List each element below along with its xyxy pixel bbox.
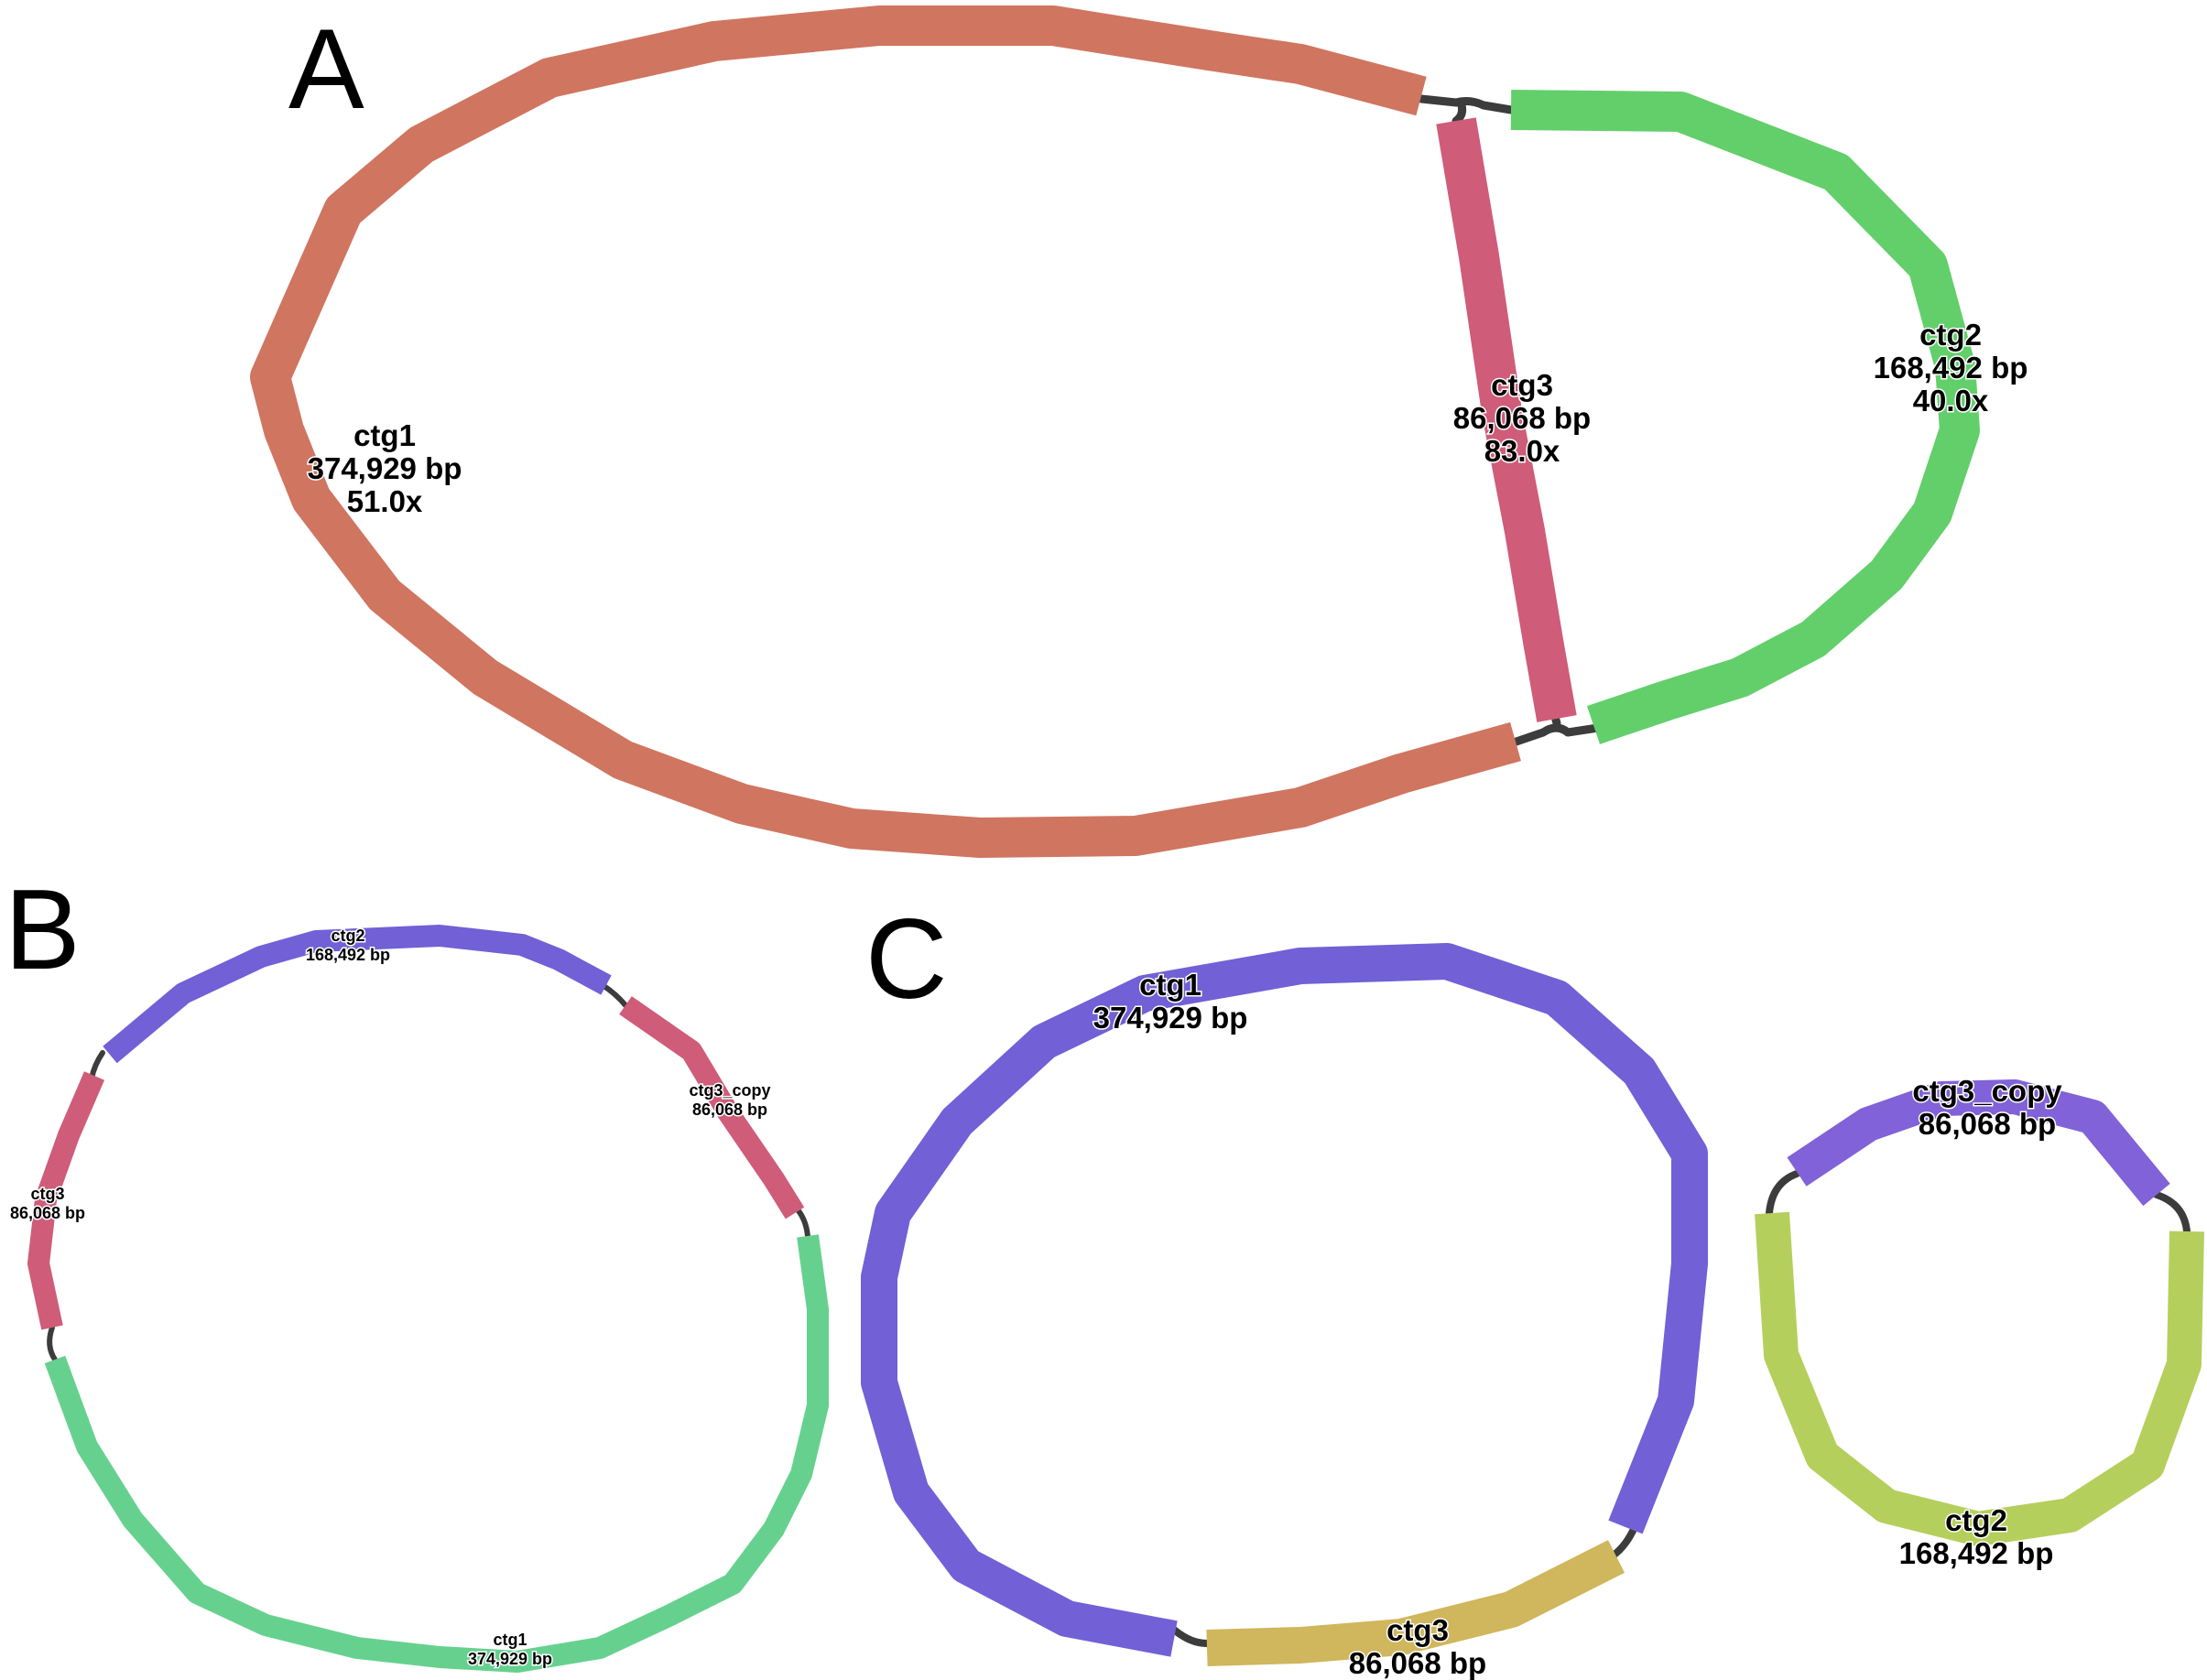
- label-b-ctg1-name: ctg1: [493, 1631, 527, 1649]
- label-c-ctg2-name: ctg2: [1945, 1503, 2007, 1537]
- label-b-ctg3-copy: ctg3_copy 86,068 bp: [688, 1080, 772, 1121]
- label-a-ctg1-length: 374,929 bp: [308, 451, 462, 485]
- segment-b-ctg2[interactable]: [103, 925, 612, 1064]
- label-a-ctg2-name: ctg2: [1919, 318, 1982, 352]
- label-c-ctg3-name: ctg3: [1386, 1613, 1449, 1647]
- segment-c-ctg2[interactable]: [1755, 1211, 2204, 1546]
- label-b-ctg3-length: 86,068 bp: [10, 1204, 85, 1222]
- label-b-ctg2: ctg2 168,492 bp: [304, 926, 391, 966]
- label-b-ctg3-copy-length: 86,068 bp: [692, 1100, 767, 1119]
- label-a-ctg3-depth: 83.0x: [1484, 434, 1560, 468]
- label-a-ctg2-length: 168,492 bp: [1874, 351, 2028, 385]
- label-a-ctg1-depth: 51.0x: [347, 484, 423, 518]
- label-a-ctg3: ctg3 86,068 bp 83.0x: [1451, 367, 1592, 470]
- link-c-2: [1608, 1523, 1638, 1560]
- label-b-ctg3: ctg3 86,068 bp: [8, 1184, 86, 1224]
- link-b-4: [89, 1050, 105, 1081]
- link-a-top: [1417, 94, 1516, 114]
- segment-b-ctg3[interactable]: [27, 1071, 105, 1330]
- link-a-bottom: [1506, 723, 1603, 748]
- panel-letter-a: A: [288, 6, 364, 133]
- label-c-ctg3-length: 86,068 bp: [1349, 1646, 1486, 1680]
- panel-letter-c: C: [865, 896, 948, 1023]
- label-b-ctg1: ctg1 374,929 bp: [466, 1630, 553, 1670]
- link-b-1: [600, 982, 628, 1008]
- label-c-ctg3: ctg3 86,068 bp: [1347, 1612, 1487, 1680]
- label-a-ctg1: ctg1 374,929 bp 51.0x: [306, 417, 463, 520]
- label-a-ctg1-name: ctg1: [353, 418, 416, 452]
- panel-letter-b: B: [5, 867, 81, 993]
- segment-c-ctg3-copy[interactable]: [1787, 1079, 2170, 1207]
- segment-a-ctg2[interactable]: [1510, 90, 1980, 744]
- label-b-ctg2-name: ctg2: [331, 927, 364, 945]
- link-a-top-branch: [1451, 98, 1467, 125]
- panel-c: C ctg1 374,929 bp ctg3 86,068 bp ctg3_co…: [861, 896, 2204, 1680]
- segment-a-ctg1[interactable]: [250, 5, 1521, 858]
- label-a-ctg3-name: ctg3: [1491, 368, 1553, 402]
- link-c-4: [2153, 1191, 2191, 1235]
- panel-a: A ctg1 374,929 bp 51.0x ctg3 86,068 bp 8…: [250, 5, 2029, 858]
- label-c-ctg3-copy-name: ctg3_copy: [1912, 1074, 2062, 1108]
- label-c-ctg2: ctg2 168,492 bp: [1897, 1502, 2055, 1572]
- label-b-ctg2-length: 168,492 bp: [306, 946, 390, 964]
- label-c-ctg1-name: ctg1: [1139, 968, 1201, 1002]
- segment-c-ctg3[interactable]: [1206, 1540, 1625, 1666]
- segment-a-ctg3[interactable]: [1436, 117, 1577, 722]
- link-c-1: [1170, 1626, 1211, 1647]
- label-c-ctg3-copy: ctg3_copy 86,068 bp: [1911, 1073, 2064, 1143]
- segment-c-ctg1[interactable]: [861, 943, 1708, 1657]
- label-b-ctg3-copy-name: ctg3_copy: [689, 1081, 770, 1100]
- label-c-ctg3-copy-length: 86,068 bp: [1919, 1107, 2056, 1141]
- label-a-ctg2-depth: 40.0x: [1913, 384, 1989, 417]
- segment-b-ctg3-copy[interactable]: [619, 996, 805, 1219]
- segment-b-ctg1[interactable]: [44, 1234, 829, 1673]
- label-a-ctg2: ctg2 168,492 bp 40.0x: [1872, 317, 2029, 419]
- label-a-ctg3-length: 86,068 bp: [1453, 401, 1591, 435]
- label-c-ctg1: ctg1 374,929 bp: [1092, 967, 1249, 1036]
- label-c-ctg1-length: 374,929 bp: [1093, 1001, 1248, 1035]
- panel-b: B ctg2 168,492 bp ctg3_copy 86,068 bp ct…: [5, 867, 829, 1673]
- link-b-3: [47, 1325, 58, 1362]
- label-b-ctg3-name: ctg3: [30, 1185, 64, 1203]
- link-c-3: [1766, 1170, 1800, 1217]
- label-c-ctg2-length: 168,492 bp: [1899, 1536, 2054, 1570]
- label-b-ctg1-length: 374,929 bp: [468, 1650, 552, 1668]
